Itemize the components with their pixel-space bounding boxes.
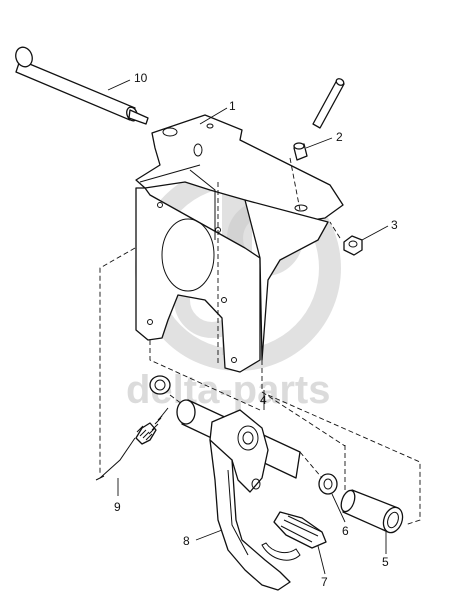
callout-6: 6 — [342, 524, 349, 538]
callout-10: 10 — [134, 71, 148, 85]
part-2-spring-pin — [293, 78, 345, 161]
callout-labels: 10 1 2 3 4 9 8 6 5 7 — [114, 71, 398, 589]
part-7-pedal-pad — [261, 511, 327, 561]
callout-4: 4 — [260, 393, 267, 407]
callout-9: 9 — [114, 500, 121, 514]
callout-8: 8 — [183, 534, 190, 548]
part-1-pedal-bracket — [135, 114, 344, 373]
callout-7: 7 — [321, 575, 328, 589]
part-6-upper-bushing — [149, 375, 171, 395]
part-6-lower-bushing — [318, 473, 338, 495]
part-9-return-spring — [95, 407, 169, 481]
part-3-nut — [343, 235, 363, 256]
callout-1: 1 — [229, 99, 236, 113]
part-8-pedal-arm — [176, 399, 301, 591]
part-5-sleeve-tube — [340, 489, 404, 534]
callout-3: 3 — [391, 218, 398, 232]
callout-5: 5 — [382, 555, 389, 569]
callout-2: 2 — [336, 130, 343, 144]
part-10-pivot-pin — [15, 46, 149, 125]
leader-lines — [107, 79, 389, 575]
assembly-lines — [99, 157, 421, 526]
